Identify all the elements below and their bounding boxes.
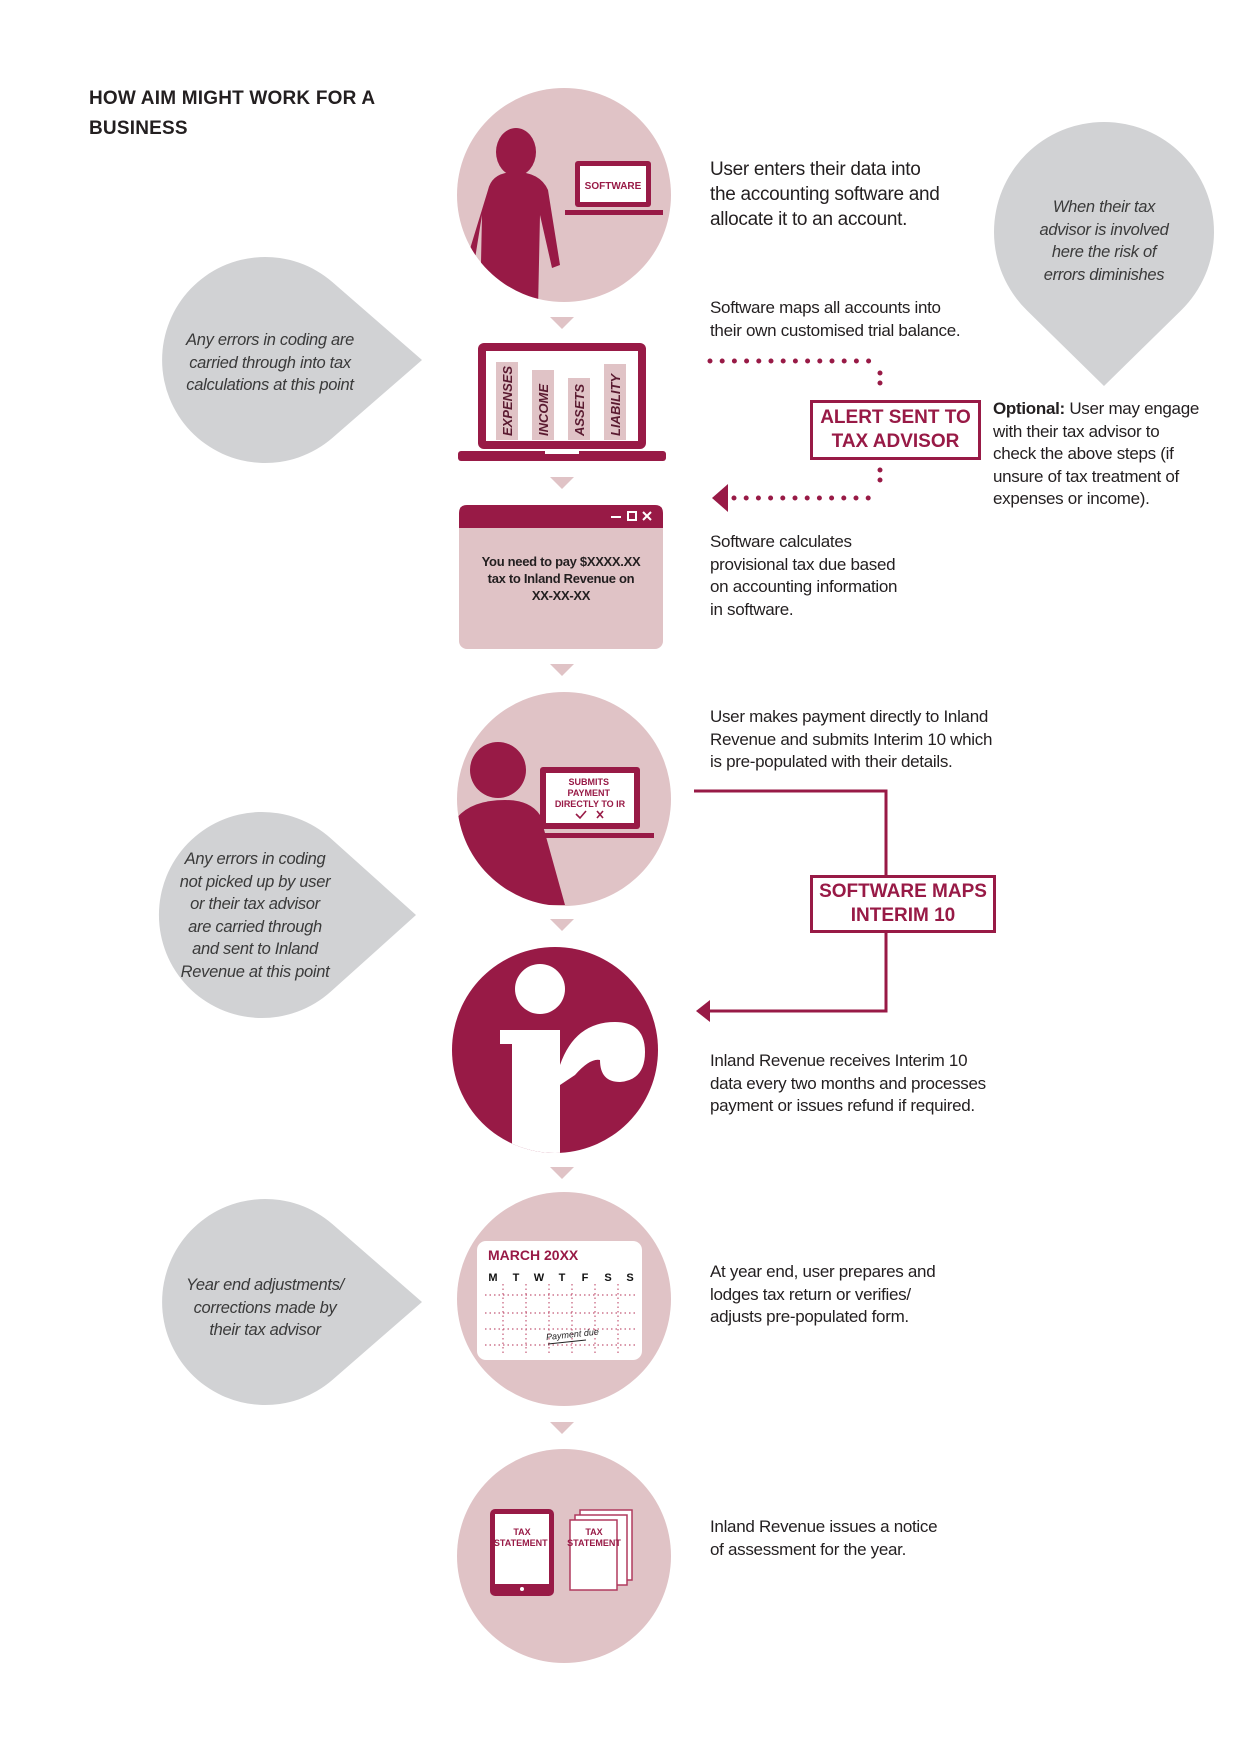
down-arrow-icon: [550, 317, 574, 329]
submit-screen-line-3: DIRECTLY TO IR: [555, 799, 626, 809]
optional-label: Optional:: [993, 399, 1065, 418]
page-title: HOW AIM MIGHT WORK FOR A BUSINESS: [89, 88, 376, 139]
step-1-text: User enters their data into the accounti…: [710, 159, 940, 230]
tax-due-message: You need to pay $XXXX.XX tax to Inland R…: [481, 554, 641, 603]
person-submit-payment-icon: SUBMITS PAYMENT DIRECTLY TO IR: [457, 692, 671, 906]
software-maps-interim-box: SOFTWARE MAPS INTERIM 10: [810, 875, 996, 933]
callout-drop-year-end: [162, 1199, 422, 1405]
flow-arrows: [550, 317, 574, 1434]
calendar-icon: MARCH 20XX M T W T F S S Payment due: [457, 1192, 671, 1406]
maximize-icon: [627, 511, 637, 521]
cross-icon: [596, 810, 604, 819]
callout-drop-coding-errors: [162, 257, 422, 464]
close-icon: [642, 511, 652, 521]
callout-drop-advisor: [993, 121, 1214, 386]
step-5-text: Inland Revenue receives Interim 10 data …: [710, 1051, 986, 1115]
alert-connector: [707, 358, 883, 512]
svg-text:S: S: [604, 1272, 611, 1284]
svg-text:T: T: [559, 1272, 566, 1284]
svg-text:F: F: [582, 1272, 589, 1284]
step-2-text: Software maps all accounts into their ow…: [710, 298, 961, 340]
optional-text: User may engage with their tax advisor t…: [993, 399, 1200, 508]
calendar-title: MARCH 20XX: [488, 1247, 579, 1263]
svg-text:T: T: [513, 1272, 520, 1284]
alert-sent-box: ALERT SENT TO TAX ADVISOR: [810, 400, 981, 460]
submit-screen-line-1: SUBMITS: [568, 777, 609, 787]
check-icon: [575, 810, 587, 820]
down-arrow-icon: [550, 664, 574, 676]
down-arrow-icon: [550, 1167, 574, 1179]
callout-coding-errors-text: Any errors in coding are carried through…: [186, 331, 354, 394]
step-7-text: Inland Revenue issues a notice of assess…: [710, 1517, 938, 1559]
down-arrow-icon: [550, 1422, 574, 1434]
software-screen-label: SOFTWARE: [585, 181, 642, 192]
optional-note: Optional: User may engage with their tax…: [993, 398, 1199, 511]
bar-label-assets: ASSETS: [572, 384, 587, 437]
bar-label-liability: LIABILITY: [608, 373, 623, 436]
down-arrow-icon: [550, 919, 574, 931]
interim-connector: [694, 789, 888, 1013]
step-3-text: Software calculates provisional tax due …: [710, 532, 898, 619]
svg-text:W: W: [534, 1272, 545, 1284]
step-4-text: User makes payment directly to Inland Re…: [710, 707, 993, 771]
svg-text:SUBMITS PAYMENT DI: SUBMITS PAYMENT DIRECTLY TO IR: [555, 777, 626, 809]
person-software-icon: SOFTWARE: [457, 88, 671, 302]
callout-drop-unpicked-errors: [158, 812, 416, 1018]
submit-screen-line-2: PAYMENT: [567, 788, 610, 798]
inland-revenue-logo-icon: [452, 947, 658, 1153]
bar-label-expenses: EXPENSES: [500, 366, 515, 436]
tax-due-window-icon: [459, 505, 663, 649]
svg-text:M: M: [488, 1272, 497, 1284]
callout-advisor-text: When their tax advisor is involved here …: [1039, 198, 1169, 284]
bar-label-income: INCOME: [536, 384, 551, 436]
callout-year-end-text: Year end adjustments/ corrections made b…: [186, 1276, 344, 1339]
left-arrow-icon: [696, 1000, 710, 1022]
down-arrow-icon: [550, 477, 574, 489]
left-arrow-icon: [712, 484, 728, 512]
step-6-text: At year end, user prepares and lodges ta…: [710, 1262, 936, 1326]
svg-text:S: S: [626, 1272, 633, 1284]
callout-unpicked-errors-text: Any errors in coding not picked up by us…: [179, 850, 331, 981]
trial-balance-laptop-icon: EXPENSES INCOME ASSETS LIABILITY: [458, 343, 666, 461]
